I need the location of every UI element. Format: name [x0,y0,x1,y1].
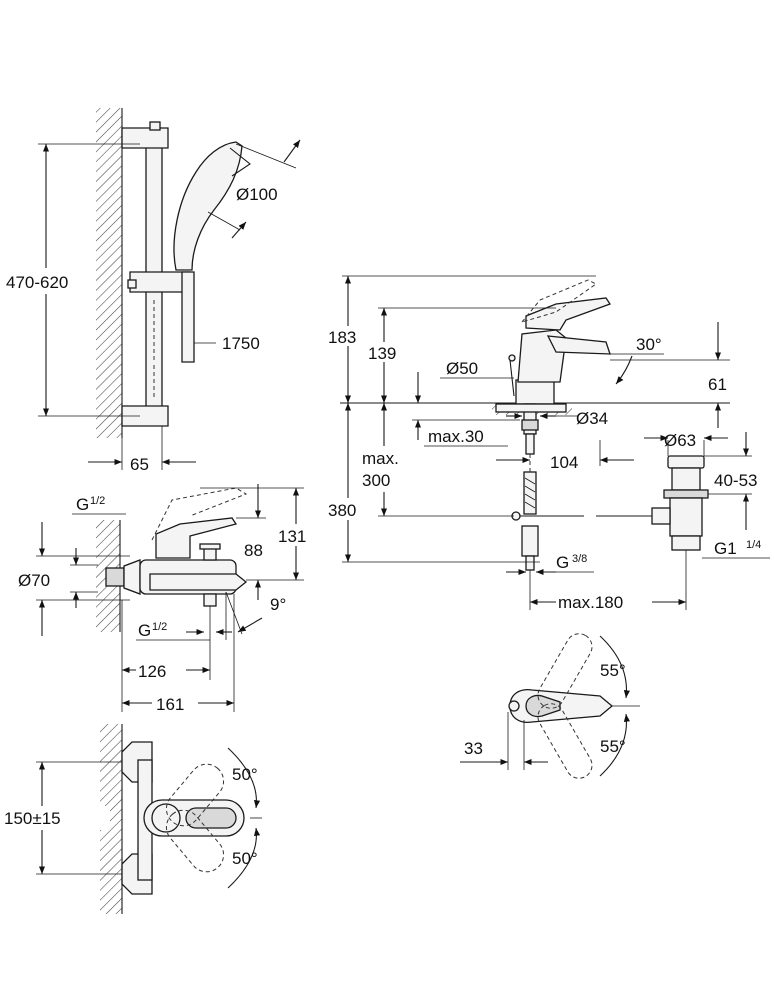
basin-mixer-drawing: 183 139 30° 61 Ø50 Ø34 max.30 104 [326,275,770,612]
basin-lever [525,297,611,331]
dim-angle-down: 50° [232,849,258,868]
rail-bracket-bottom [121,405,169,427]
thermostat-drawing: 150±15 50° 50° [0,724,262,914]
lever-top-view-drawing: 55° 55° 33 [460,633,640,779]
waste-cap [667,455,705,469]
thread-top-g: G [76,495,89,514]
wall-hatch [96,108,122,438]
dim-waste-diameter: Ø63 [664,431,696,450]
dim-wall-distance: 65 [130,455,149,474]
dim-angle-up: 50° [232,765,258,784]
bath-spout [149,573,248,591]
bath-mixer-drawing: 131 88 G 1/2 Ø70 9° G 1/2 [18,484,314,714]
dim-height-range: 470-620 [6,273,68,292]
dim-shank-diameter: Ø34 [576,409,608,428]
dim-connection-height: 380 [328,501,356,520]
thread-waste-frac: 1/4 [746,539,761,551]
thread-hose-frac: 3/8 [572,553,587,565]
shower-hose [181,271,195,363]
basin-mixer-base [515,379,555,405]
wall-hatch-3 [100,724,122,914]
dim-lever-angle: 30° [636,335,662,354]
thread-waste-g: G1 [714,539,737,558]
dim-hose-length: 1750 [222,334,260,353]
shower-set-drawing: 470-620 Ø100 1750 65 [2,108,301,474]
dim-max-reach: max.180 [558,593,623,612]
fixing-plate [495,403,567,413]
dim-spout-angle: 9° [270,595,286,614]
thread-hose-g: G [556,553,569,572]
dim-waste-range: 40-53 [714,471,757,490]
dim-lever-angle-up: 55° [600,661,626,680]
lever-top-view [509,688,614,724]
dim-lever-angle-down: 55° [600,737,626,756]
basin-spout [546,335,611,355]
dim-max-depth-2: 300 [362,471,390,490]
dim-head-diameter: Ø100 [236,185,278,204]
dim-height-total: 131 [278,527,306,546]
dim-lever-offset: 33 [464,739,483,758]
waste-body [669,497,703,537]
bath-lever [155,517,238,559]
dim-outlet-diameter: Ø70 [18,571,50,590]
dim-max-depth-1: max. [362,449,399,468]
dim-center-distance: 150±15 [4,809,61,828]
thread-top-frac: 1/2 [90,495,105,507]
dim-depth-a: 126 [138,662,166,681]
dim-spout-height: 61 [708,375,727,394]
thread-bottom-g: G [138,621,151,640]
dim-depth-b: 161 [156,695,184,714]
dim-height-total-basin: 183 [328,328,356,347]
thread-bottom-frac: 1/2 [152,621,167,633]
dim-height-spout: 139 [368,344,396,363]
dim-projection: 104 [550,453,578,472]
dim-base-diameter: Ø50 [446,359,478,378]
hand-shower [173,141,243,271]
rail-bracket-top [121,127,169,149]
dim-height-body: 88 [244,541,263,560]
shower-slider [129,271,191,293]
dim-max-thickness: max.30 [428,427,484,446]
